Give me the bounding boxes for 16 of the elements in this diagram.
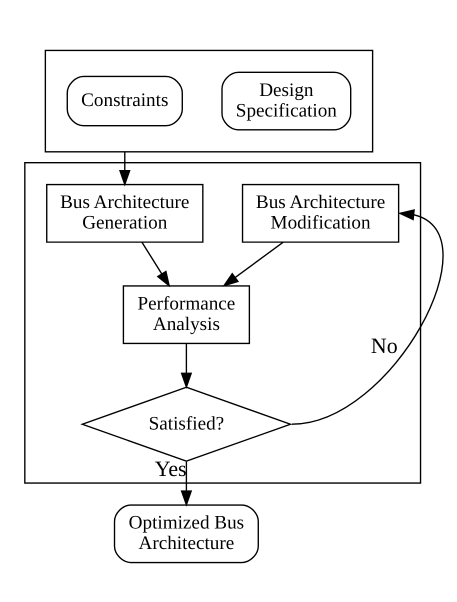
- cluster: [44, 50, 374, 152]
- node-box: Performance Analysis: [122, 285, 250, 344]
- arrow: [119, 152, 131, 186]
- node-diamond: Satisfied?: [80, 386, 292, 462]
- arrow: [180, 462, 192, 507]
- cluster: [24, 162, 422, 484]
- node-box: Constraints: [66, 76, 183, 126]
- node-box: Optimized Bus Architecture: [114, 504, 259, 564]
- arrow: [141, 242, 170, 288]
- node-box: Bus Architecture Generation: [46, 184, 204, 243]
- arrow: [180, 344, 192, 390]
- arrow: [222, 242, 284, 287]
- arrow: [292, 209, 444, 425]
- node-box: Bus Architecture Modification: [242, 184, 400, 243]
- node-box: Design Specification: [221, 72, 352, 131]
- edge-label: No: [370, 333, 398, 358]
